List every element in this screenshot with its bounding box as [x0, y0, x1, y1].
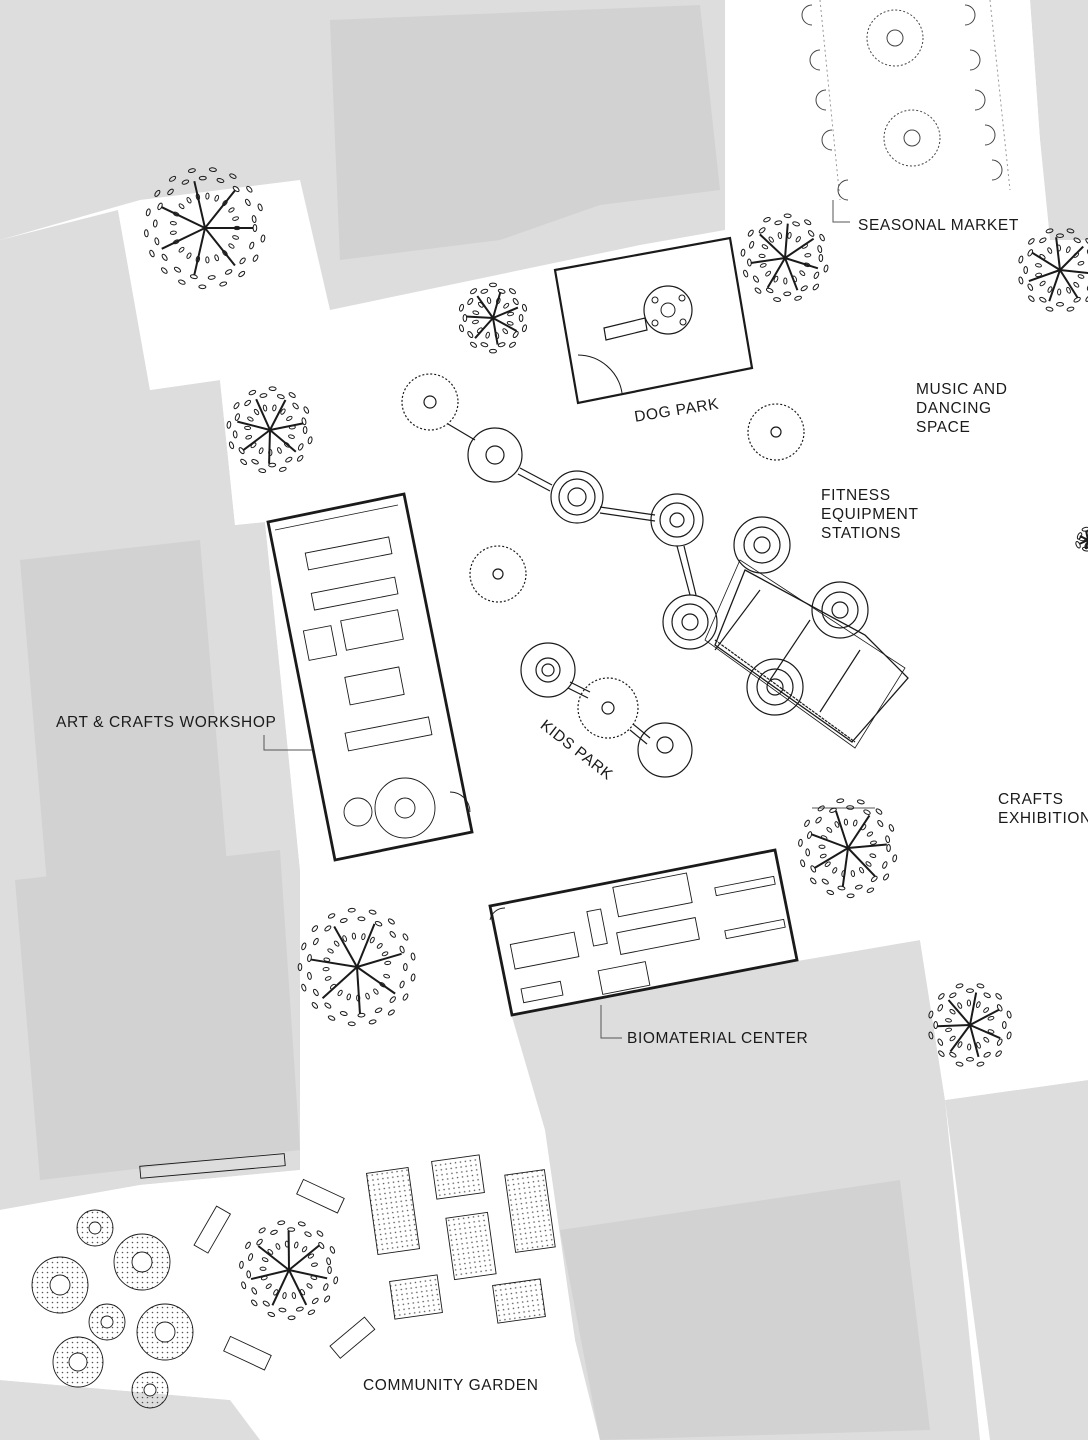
community-garden: [31, 1153, 556, 1409]
label-crafts-exhibition: CRAFTS EXHIBITION: [998, 791, 1088, 827]
label-fitness-stations: FITNESS EQUIPMENT STATIONS: [821, 487, 919, 542]
tree-symbol: [226, 386, 313, 474]
label-biomaterial-center: BIOMATERIAL CENTER: [627, 1030, 809, 1047]
tree-symbol: [798, 798, 898, 899]
label-community-garden: COMMUNITY GARDEN: [363, 1377, 539, 1394]
tree-symbol: [239, 1220, 339, 1321]
fitness-equipment: [401, 373, 909, 778]
market-area: [819, 0, 1011, 201]
tree-symbol: [144, 167, 266, 290]
leader-lines: [263, 200, 875, 1039]
dog-park: [553, 236, 754, 405]
biomaterial-building: [488, 848, 799, 1017]
building-right-top: [1030, 0, 1088, 240]
label-music-dancing: MUSIC AND DANCING SPACE: [916, 381, 1008, 436]
art-crafts-building: [266, 492, 474, 862]
tree-symbol: [458, 282, 528, 354]
building-bottom-right: [945, 1080, 1088, 1440]
building-shades: [15, 5, 930, 1440]
tree-symbol: [1018, 228, 1088, 312]
market-stalls: [801, 4, 1003, 201]
building-lower-left: [0, 1380, 260, 1440]
label-seasonal-market: SEASONAL MARKET: [858, 217, 1019, 234]
label-art-crafts-workshop: ART & CRAFTS WORKSHOP: [56, 714, 277, 731]
tree-symbol: [1075, 526, 1088, 552]
tree-symbol: [928, 983, 1012, 1067]
tree-symbol: [297, 907, 416, 1027]
tree-symbol: [740, 213, 829, 302]
tree-layer: [144, 167, 1088, 1321]
